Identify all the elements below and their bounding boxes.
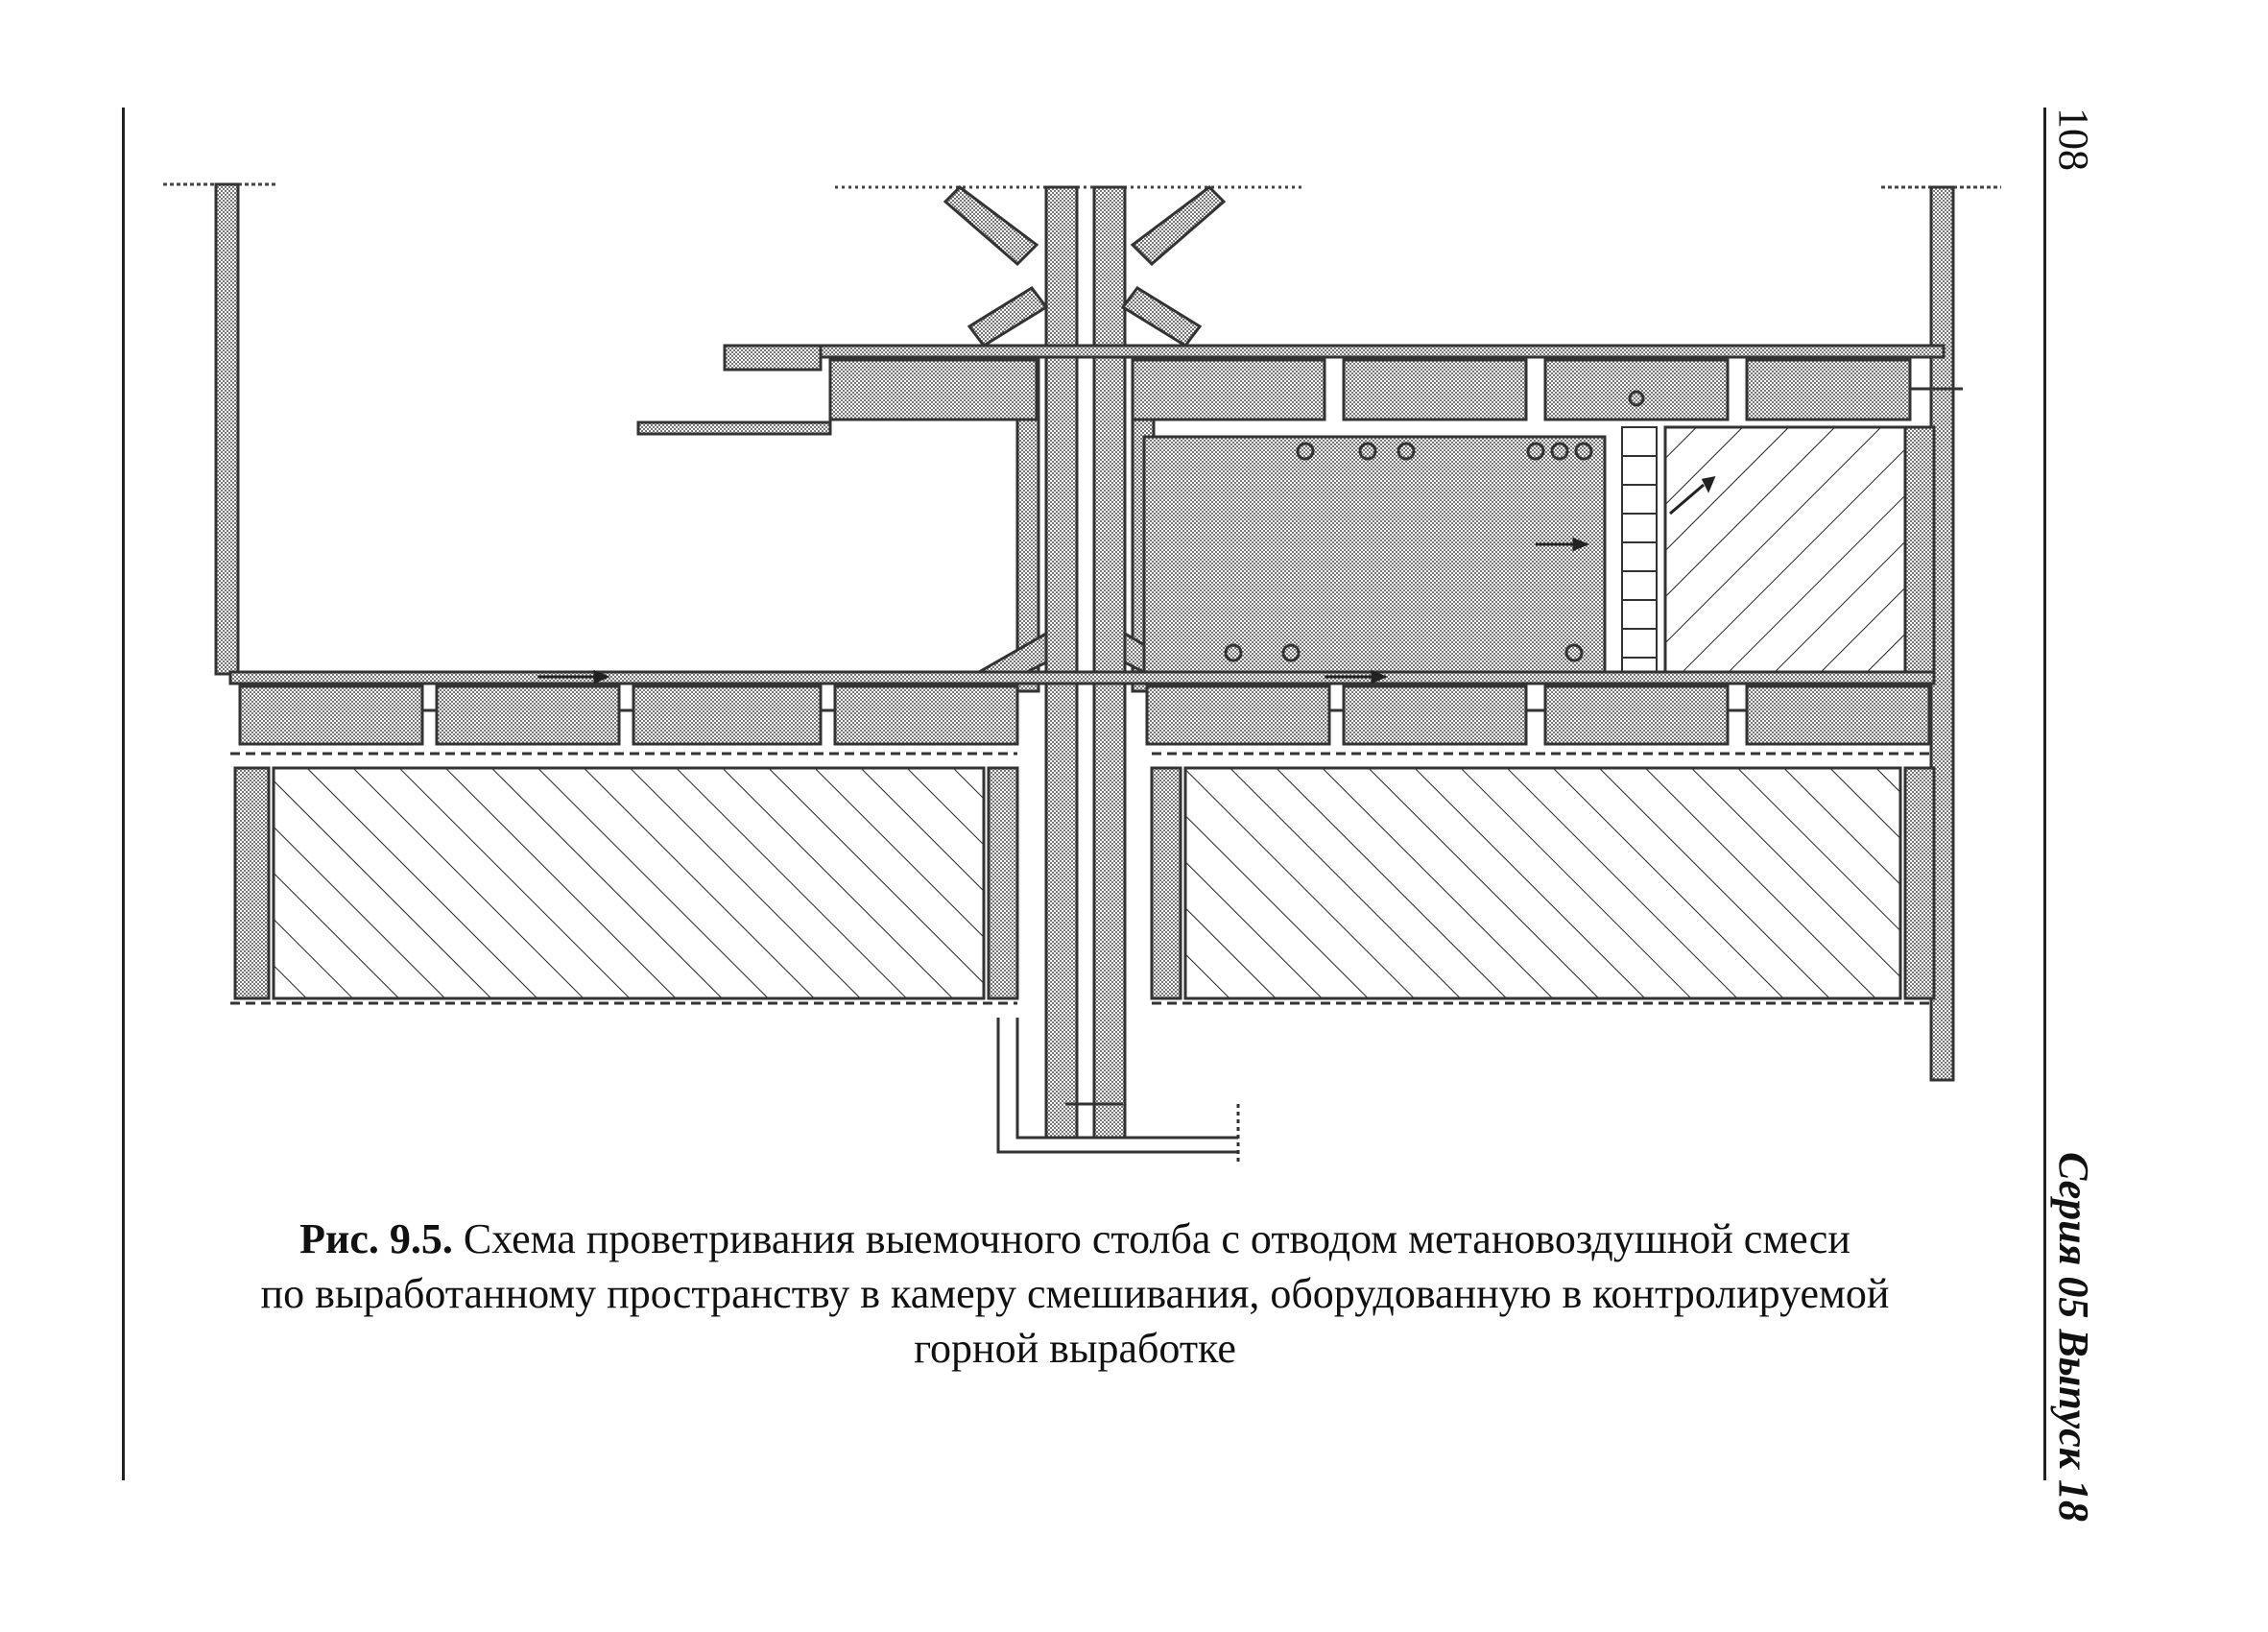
caption-line-3: горной выработке — [914, 1325, 1236, 1372]
inclined-drifts — [943, 185, 1227, 694]
left-margin-rule — [122, 108, 125, 1480]
upper-drift — [636, 344, 1946, 436]
goaf-upper-right — [1663, 425, 1907, 674]
drainage-points — [1224, 390, 1645, 662]
caption-text-1: Схема проветривания выемочного столба с … — [452, 1215, 1850, 1262]
extraction-column-panel — [1142, 435, 1607, 674]
lower-pillars — [233, 766, 1936, 1000]
goaf-lower-left — [272, 766, 986, 1000]
chamber-ladder — [1621, 426, 1658, 678]
lower-drift — [228, 670, 1936, 746]
caption-line-1: Рис. 9.5. Схема проветривания выемочного… — [192, 1212, 1958, 1266]
goaf-lower-right — [1183, 766, 1902, 1000]
figure-label: Рис. 9.5. — [299, 1215, 453, 1262]
regulator-marks — [422, 387, 1963, 712]
right-pillar-upper — [1903, 425, 1936, 674]
bottom-extension — [996, 1018, 1240, 1162]
airflow-arrows — [537, 475, 1716, 684]
figure-caption: Рис. 9.5. Схема проветривания выемочного… — [192, 1212, 1958, 1376]
left-shaft — [214, 182, 240, 676]
surface-lines — [163, 182, 2001, 189]
bottom-boundary — [230, 752, 1934, 1005]
caption-line-2: по выработанному пространству в камеру с… — [260, 1270, 1890, 1317]
right-margin-rule — [2043, 108, 2046, 1480]
